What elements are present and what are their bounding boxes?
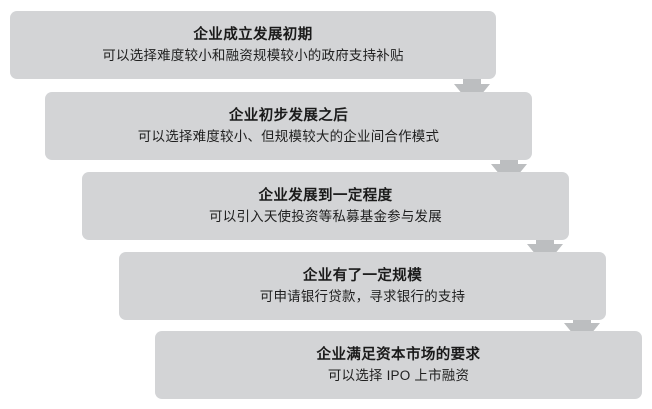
flow-step-5-desc: 可以选择 IPO 上市融资 bbox=[327, 367, 470, 383]
flow-step-2-desc: 可以选择难度较小、但规模较大的企业间合作模式 bbox=[137, 128, 440, 144]
flow-step-1[interactable]: 企业成立发展初期 可以选择难度较小和融资规模较小的政府支持补贴 bbox=[10, 11, 496, 79]
flow-step-4-desc: 可申请银行贷款，寻求银行的支持 bbox=[259, 288, 466, 304]
flow-step-1-title: 企业成立发展初期 bbox=[193, 26, 313, 43]
flow-step-4-title: 企业有了一定规模 bbox=[302, 267, 423, 284]
flow-step-3-desc: 可以引入天使投资等私募基金参与发展 bbox=[209, 208, 442, 224]
flow-step-1-desc: 可以选择难度较小和融资规模较小的政府支持补贴 bbox=[102, 47, 404, 63]
flow-step-3-title: 企业发展到一定程度 bbox=[258, 187, 393, 204]
flow-step-2-title: 企业初步发展之后 bbox=[228, 107, 349, 124]
flow-step-5[interactable]: 企业满足资本市场的要求 可以选择 IPO 上市融资 bbox=[155, 331, 642, 399]
flow-step-2[interactable]: 企业初步发展之后 可以选择难度较小、但规模较大的企业间合作模式 bbox=[45, 92, 532, 160]
flow-step-5-title: 企业满足资本市场的要求 bbox=[316, 346, 481, 363]
flow-step-4[interactable]: 企业有了一定规模 可申请银行贷款，寻求银行的支持 bbox=[119, 252, 606, 320]
flow-step-3[interactable]: 企业发展到一定程度 可以引入天使投资等私募基金参与发展 bbox=[82, 172, 569, 240]
